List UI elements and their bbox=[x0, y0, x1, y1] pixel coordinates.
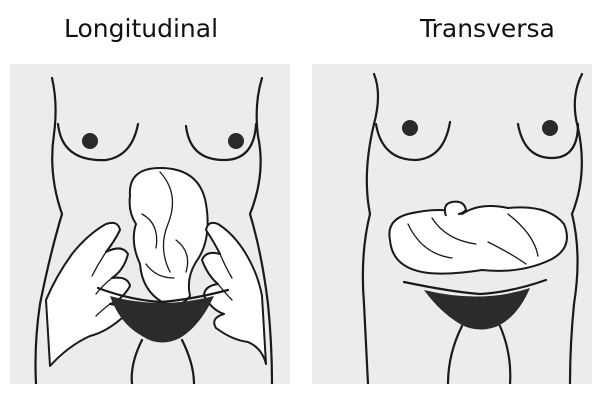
breast-right bbox=[186, 124, 256, 160]
nipple-right bbox=[542, 120, 558, 136]
nipple-right bbox=[228, 133, 244, 149]
fetus-transverse bbox=[389, 206, 567, 274]
torso-outline-right bbox=[570, 74, 582, 384]
panel-transversa bbox=[312, 64, 592, 384]
torso-outline bbox=[363, 74, 378, 384]
nipple-left bbox=[82, 133, 98, 149]
panel-longitudinal bbox=[10, 64, 290, 384]
transversa-illustration bbox=[312, 64, 592, 384]
nipple-left bbox=[402, 120, 418, 136]
breast-left bbox=[58, 124, 138, 160]
label-transversa: Transversa bbox=[420, 14, 555, 43]
longitudinal-illustration bbox=[10, 64, 290, 384]
fetus-head-body bbox=[130, 168, 208, 305]
label-longitudinal: Longitudinal bbox=[64, 14, 218, 43]
